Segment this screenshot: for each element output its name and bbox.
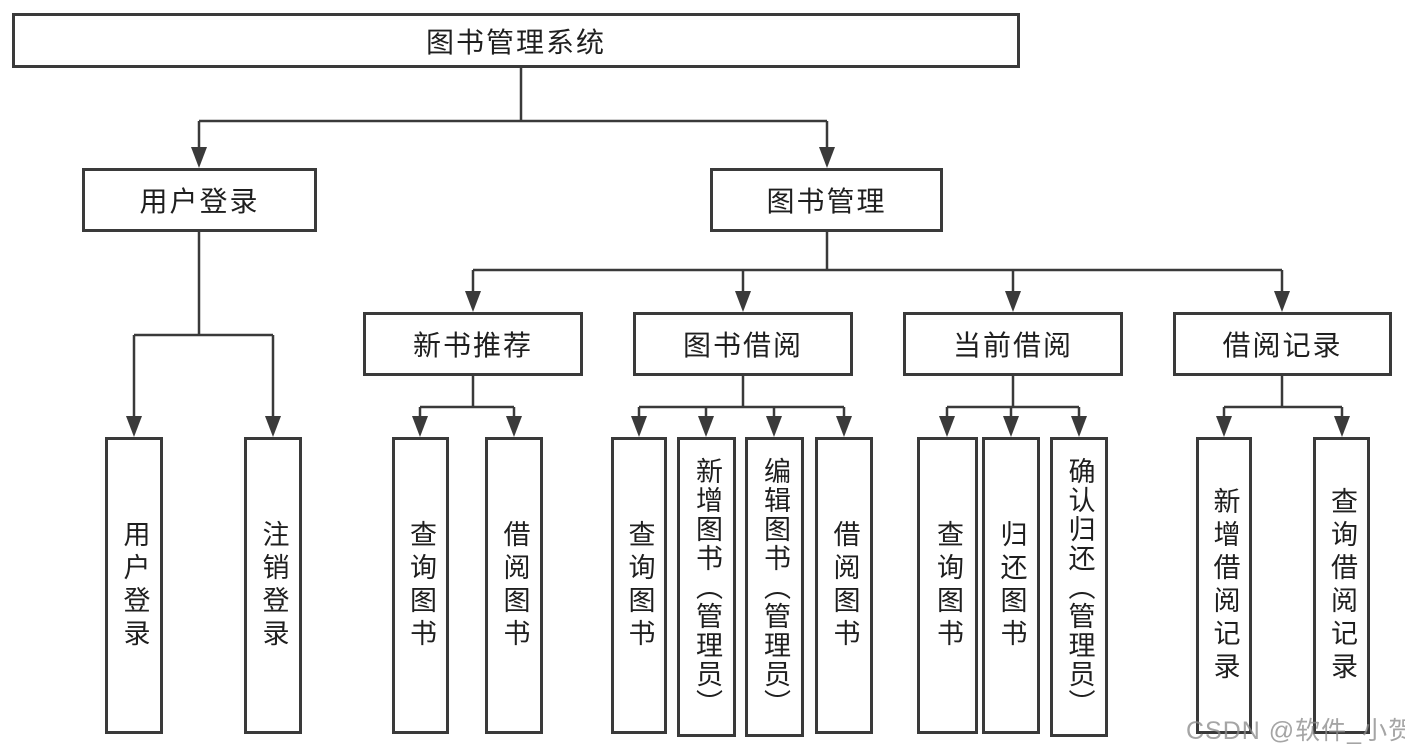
leaf-nbr-query-books: 查询图书 [392,437,449,734]
arrowhead [465,291,481,312]
arrowhead [126,416,142,437]
node-library-system: 图书管理系统 [12,13,1020,68]
leaf-logout: 注销登录 [244,437,302,734]
leaf-br-add-record: 新增借阅记录 [1196,437,1252,734]
connector-userlogin-to-leaves [132,232,275,419]
leaf-bb-query-books: 查询图书 [611,437,667,734]
leaf-bb-edit-book-admin: 编辑图书（管理员） [745,437,804,737]
leaf-bb-add-book-admin: 新增图书（管理员） [677,437,736,737]
arrowhead [819,147,835,168]
connector-currentborrow-to-leaves [945,376,1081,419]
arrowhead [506,416,522,437]
arrowhead [698,416,714,437]
connector-root-to-level2 [197,68,829,150]
node-new-book-recommend: 新书推荐 [363,312,583,376]
arrowhead [1003,416,1019,437]
arrowhead [265,416,281,437]
leaf-bb-borrow-books: 借阅图书 [815,437,873,734]
connector-records-to-leaves [1222,376,1344,419]
arrowhead [1334,416,1350,437]
arrowhead [939,416,955,437]
arrowhead [1005,291,1021,312]
arrowhead [836,416,852,437]
connector-bookborrow-to-leaves [637,376,846,419]
node-book-management: 图书管理 [710,168,943,232]
arrowhead [766,416,782,437]
leaf-cb-query-books: 查询图书 [917,437,978,734]
csdn-watermark: CSDN @软件_小贺同学 [1186,717,1405,745]
node-borrow-records: 借阅记录 [1173,312,1392,376]
arrowhead [1274,291,1290,312]
leaf-user-login: 用户登录 [105,437,163,734]
leaf-br-query-record: 查询借阅记录 [1313,437,1370,734]
leaf-nbr-borrow-books: 借阅图书 [485,437,543,734]
leaf-cb-confirm-return-admin: 确认归还（管理员） [1050,437,1108,737]
node-current-borrow: 当前借阅 [903,312,1123,376]
arrowhead [1071,416,1087,437]
node-user-login: 用户登录 [82,168,317,232]
arrowhead [631,416,647,437]
node-book-borrow: 图书借阅 [633,312,853,376]
arrowhead [412,416,428,437]
connector-bookmgmt-to-level3 [471,232,1284,294]
arrowhead [191,147,207,168]
arrowhead [735,291,751,312]
arrowhead [1216,416,1232,437]
leaf-cb-return-books: 归还图书 [982,437,1040,734]
connector-newbook-to-leaves [418,376,516,419]
